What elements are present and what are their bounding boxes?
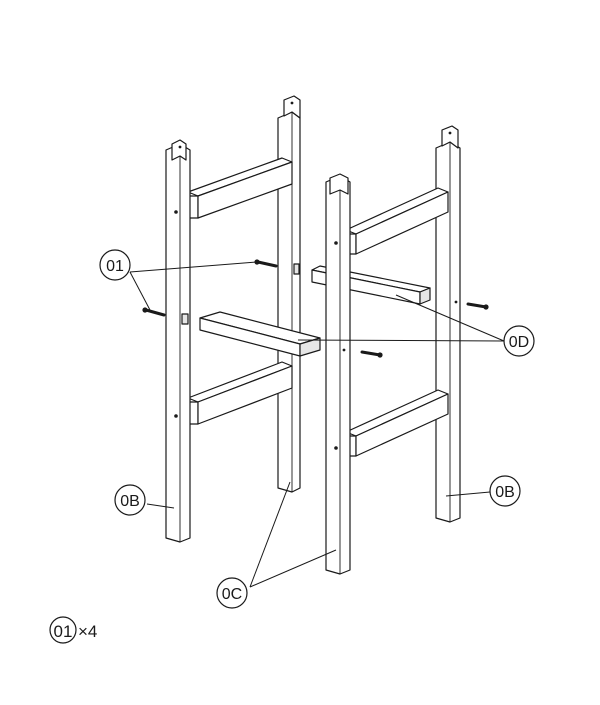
screws (142, 259, 489, 358)
right-frame (311, 125, 461, 575)
front-rail (199, 311, 321, 357)
screw-icon (254, 259, 278, 268)
callout-screw: 01 (99, 249, 131, 281)
left-frame-rungs (187, 157, 293, 425)
callout-side-post-left: 0B (114, 484, 146, 516)
callout-front-post: 0C (216, 577, 248, 609)
left-frame-front-post (165, 139, 300, 543)
left-frame (165, 95, 301, 543)
screw-icon (360, 350, 383, 358)
quantity-note: 01 ×4 (49, 616, 97, 644)
quantity-count: ×4 (78, 622, 97, 641)
right-frame-front-post (325, 173, 458, 575)
callout-side-post-right-label: 0B (495, 484, 515, 501)
screw-icon (466, 302, 489, 310)
callout-screw-label: 01 (106, 258, 124, 275)
screw-icon (142, 307, 166, 317)
callout-side-post-left-label: 0B (120, 493, 140, 510)
right-frame-rear-post (435, 125, 461, 523)
callout-front-post-label: 0C (222, 586, 242, 603)
callout-rail: 0D (503, 325, 535, 357)
callout-side-post-right: 0B (489, 475, 521, 507)
quantity-part-label: 01 (54, 622, 73, 641)
left-frame-rear-post (277, 95, 301, 493)
leader-lines (129, 261, 505, 588)
callout-rail-label: 0D (509, 334, 529, 351)
right-frame-rungs (345, 187, 449, 457)
